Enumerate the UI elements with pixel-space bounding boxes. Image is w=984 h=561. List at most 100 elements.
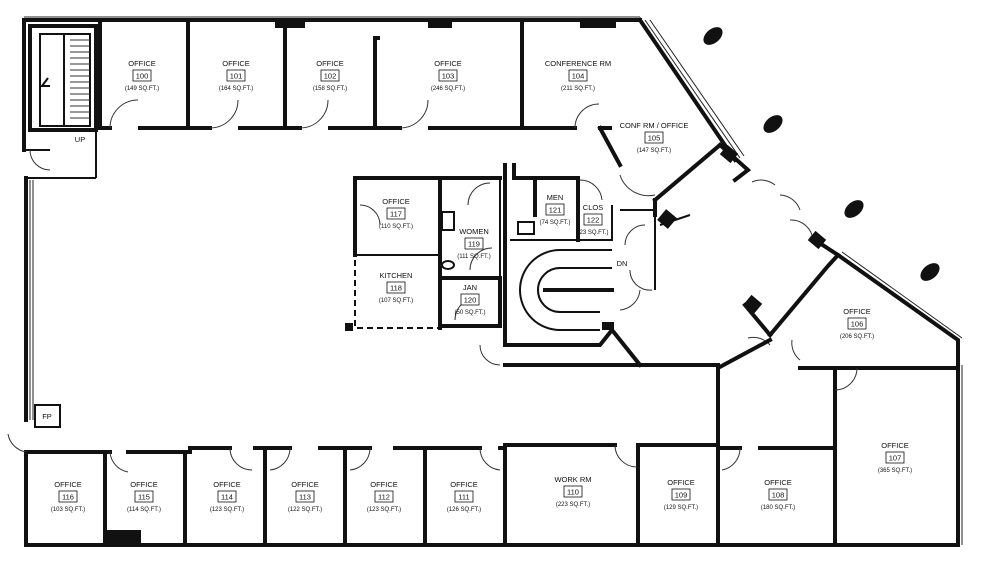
room-107: OFFICE 107 (365 SQ.FT.) [878, 441, 912, 474]
room-number: 101 [230, 72, 243, 81]
room-number-box [58, 490, 78, 503]
room-number-box [217, 490, 237, 503]
room-103: OFFICE 103 (246 SQ.FT.) [431, 59, 465, 92]
room-number-box [454, 490, 474, 503]
room-area: (365 SQ.FT.) [878, 468, 912, 474]
room-area: (246 SQ.FT.) [431, 86, 465, 92]
room-area: (206 SQ.FT.) [840, 334, 874, 340]
room-area: (107 SQ.FT.) [379, 298, 413, 304]
room-name: OFFICE [881, 441, 909, 450]
room-area: (23 SQ.FT.) [577, 230, 608, 236]
room-number-box [438, 69, 458, 82]
room-number-box [320, 69, 340, 82]
room-number-box [583, 213, 603, 226]
room-number: 109 [675, 491, 688, 500]
room-area: (164 SQ.FT.) [219, 86, 253, 92]
north-offices-walls [98, 18, 612, 130]
room-number: 110 [567, 488, 579, 497]
room-name: OFFICE [764, 478, 792, 487]
room-number: 119 [468, 240, 480, 249]
room-number-box [644, 131, 664, 144]
room-area: (180 SQ.FT.) [761, 505, 795, 511]
room-number: 104 [572, 72, 585, 81]
room-area: (110 SQ.FT.) [379, 224, 413, 230]
room-number-box [671, 488, 691, 501]
room-number: 115 [138, 493, 150, 502]
room-number-box [132, 69, 152, 82]
room-119: WOMEN 119 (111 SQ.FT.) [457, 227, 490, 260]
room-104: CONFERENCE RM 104 (211 SQ.FT.) [545, 59, 611, 92]
structural-columns [105, 18, 616, 543]
room-area: (123 SQ.FT.) [210, 507, 244, 513]
room-name: CONF RM / OFFICE [620, 121, 689, 130]
room-name: OFFICE [370, 480, 398, 489]
room-number: 120 [464, 296, 477, 305]
room-number-box [374, 490, 394, 503]
room-area: (211 SQ.FT.) [561, 86, 595, 92]
room-name: OFFICE [382, 197, 410, 206]
central-core-walls: DN [353, 163, 720, 368]
room-name: OFFICE [128, 59, 156, 68]
room-number-box [768, 488, 788, 501]
room-area: (111 SQ.FT.) [457, 254, 490, 260]
room-number-box [568, 69, 588, 82]
room-name: CLOS [583, 203, 603, 212]
room-number-box [464, 237, 484, 250]
room-area: (147 SQ.FT.) [637, 148, 671, 154]
room-name: OFFICE [434, 59, 462, 68]
south-offices-walls: FP [7, 378, 837, 547]
room-110: WORK RM 110 (223 SQ.FT.) [554, 475, 591, 508]
room-name: OFFICE [316, 59, 344, 68]
room-name: KITCHEN [380, 271, 413, 280]
room-name: OFFICE [130, 480, 158, 489]
room-number-box [885, 451, 905, 464]
room-number-box [460, 293, 480, 306]
room-area: (103 SQ.FT.) [51, 507, 85, 513]
room-number: 105 [648, 134, 661, 143]
room-name: OFFICE [213, 480, 241, 489]
room-name: WORK RM [554, 475, 591, 484]
room-number: 122 [587, 216, 600, 225]
room-number: 117 [390, 210, 402, 219]
room-name: CONFERENCE RM [545, 59, 611, 68]
room-area: (223 SQ.FT.) [556, 502, 590, 508]
room-105: CONF RM / OFFICE 105 (147 SQ.FT.) [620, 121, 689, 154]
stair-down-label: DN [617, 259, 628, 268]
room-number: 111 [458, 493, 469, 502]
room-112: OFFICE 112 (123 SQ.FT.) [367, 480, 401, 513]
room-122: CLOS 122 (23 SQ.FT.) [577, 203, 608, 236]
room-number-box [847, 317, 867, 330]
exterior-walls [22, 16, 963, 547]
room-number: 112 [378, 493, 390, 502]
exterior-trees [703, 27, 940, 281]
room-name: MEN [547, 193, 564, 202]
east-walls [653, 179, 960, 547]
room-number: 107 [889, 454, 902, 463]
room-number: 103 [442, 72, 455, 81]
room-area: (123 SQ.FT.) [367, 507, 401, 513]
room-number: 102 [324, 72, 337, 81]
room-number-box [386, 281, 406, 294]
room-area: (149 SQ.FT.) [125, 86, 159, 92]
room-name: WOMEN [459, 227, 489, 236]
stair-up-label: UP [75, 135, 85, 144]
room-area: (158 SQ.FT.) [313, 86, 347, 92]
room-number: 118 [390, 284, 402, 293]
room-number-box [545, 203, 565, 216]
room-number: 121 [549, 206, 562, 215]
room-102: OFFICE 102 (158 SQ.FT.) [313, 59, 347, 92]
room-area: (50 SQ.FT.) [454, 310, 485, 316]
fireplace-label: FP [42, 412, 52, 421]
room-117: OFFICE 117 (110 SQ.FT.) [379, 197, 413, 230]
